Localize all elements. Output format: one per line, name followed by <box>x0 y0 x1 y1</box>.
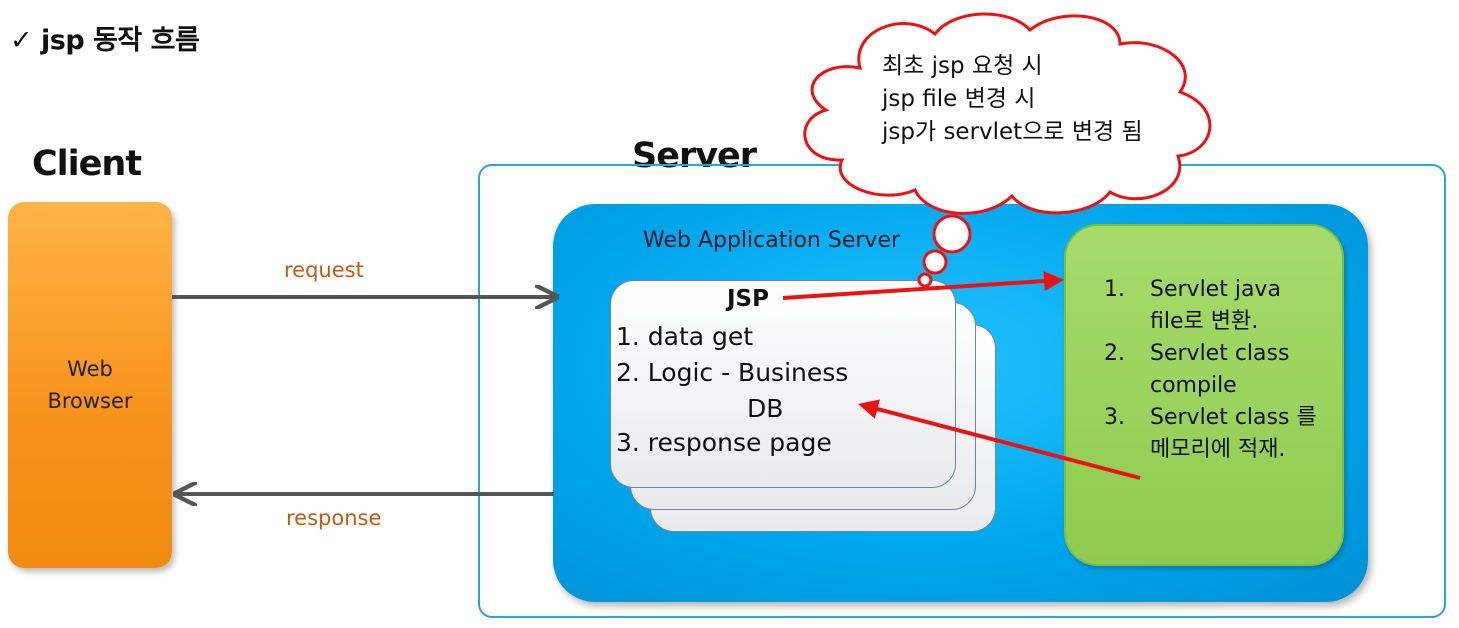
thought-line: jsp file 변경 시 <box>882 86 1036 112</box>
thought-line: jsp가 servlet으로 변경 됨 <box>882 119 1143 145</box>
jsp-step-logic: 2. Logic - Business <box>616 358 849 387</box>
response-label: response <box>286 506 382 530</box>
servlet-process-box: 1. Servlet java file로 변환. 2. Servlet cla… <box>1064 224 1344 566</box>
servlet-to-jsp-arrow <box>858 399 1141 480</box>
page-heading: ✓ jsp 동작 흐름 <box>10 25 200 56</box>
jsp-to-servlet-arrow <box>782 271 1064 300</box>
web-application-server-label: Web Application Server <box>643 228 901 253</box>
jsp-step-db: DB <box>747 394 784 423</box>
client-label: Client <box>32 144 142 184</box>
request-label: request <box>284 258 364 282</box>
jsp-step-response-page: 3. response page <box>616 428 832 457</box>
jsp-card <box>610 280 956 488</box>
servlet-step-text: Servlet class 를 메모리에 적재. <box>1150 405 1317 462</box>
servlet-step-number: 3. <box>1104 405 1125 430</box>
thought-cloud-text: 최초 jsp 요청 시 jsp file 변경 시 jsp가 servlet으로… <box>882 50 1143 149</box>
servlet-step-text: Servlet java file로 변환. <box>1150 277 1281 334</box>
servlet-step-text: Servlet class compile <box>1150 341 1290 398</box>
web-browser-label: Web Browser <box>47 357 133 413</box>
jsp-title: JSP <box>727 286 769 312</box>
web-browser-box: Web Browser <box>8 202 172 568</box>
server-label: Server <box>632 136 757 176</box>
jsp-step-data-get: 1. data get <box>616 322 754 351</box>
servlet-step-number: 1. <box>1104 277 1125 302</box>
servlet-step-number: 2. <box>1104 341 1125 366</box>
thought-line: 최초 jsp 요청 시 <box>882 53 1043 79</box>
thought-cloud <box>803 12 1212 288</box>
